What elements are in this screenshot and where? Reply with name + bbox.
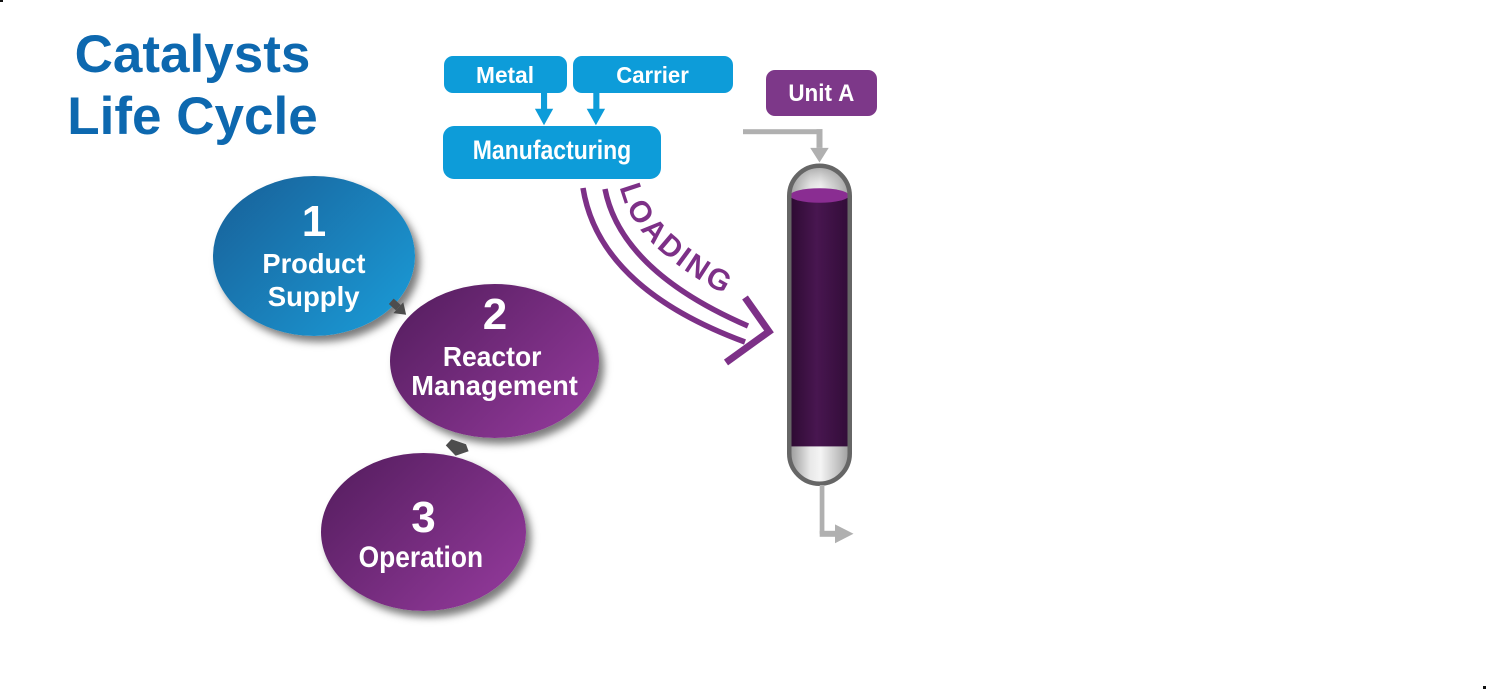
svg-text:LOADING: LOADING bbox=[613, 179, 739, 301]
